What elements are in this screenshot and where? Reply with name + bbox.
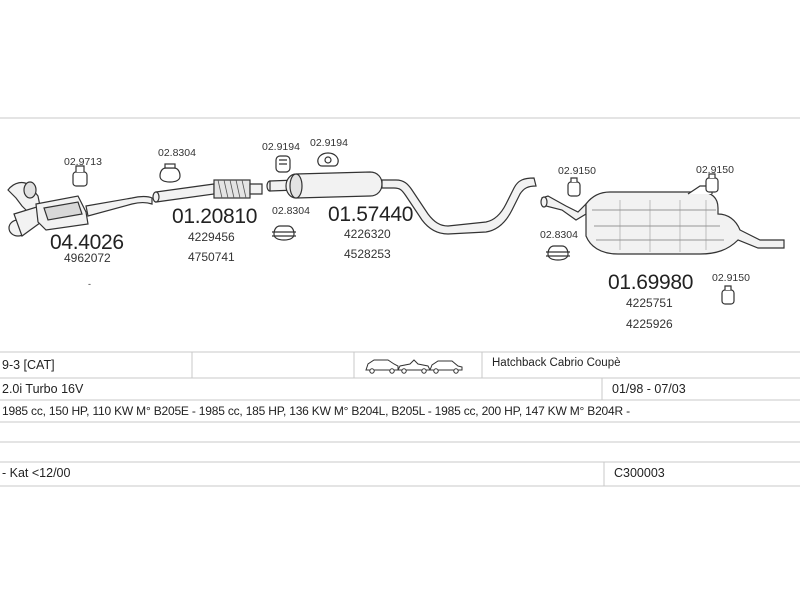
front-pipe-with-catalyst: [7, 181, 153, 237]
stray-mark: -: [88, 279, 91, 289]
oem-number: 4750741: [188, 250, 235, 264]
engine-specs: 1985 cc, 150 HP, 110 KW M° B205E - 1985 …: [2, 404, 630, 418]
clamp-label: 02.9150: [712, 272, 750, 284]
clamp-label: 02.9713: [64, 156, 102, 168]
clamp-label: 02.9194: [262, 141, 300, 153]
oem-number: 4962072: [64, 251, 111, 265]
clamp-02-9713: [72, 165, 88, 187]
oem-number: 4528253: [344, 247, 391, 261]
oem-number: 4225926: [626, 317, 673, 331]
production-years: 01/98 - 07/03: [612, 382, 686, 396]
hatchback-car-icon: [365, 359, 399, 374]
clamp-02-8304-rear: [546, 245, 570, 261]
oem-number: 4229456: [188, 230, 235, 244]
clamp-02-9194-b: [317, 152, 339, 167]
clamp-label: 02.8304: [272, 205, 310, 217]
part-number: 01.69980: [608, 271, 694, 294]
part-number: 01.57440: [328, 203, 414, 226]
clamp-02-9194-a: [275, 155, 291, 173]
oem-number: 4226320: [344, 227, 391, 241]
rear-silencer: [540, 185, 785, 255]
body-types: Hatchback Cabrio Coupè: [492, 357, 621, 369]
clamp-label: 02.9150: [558, 165, 596, 177]
clamp-02-9150-b: [705, 173, 719, 193]
clamp-label: 02.8304: [540, 229, 578, 241]
clamp-label: 02.8304: [158, 147, 196, 159]
oem-number: 4225751: [626, 296, 673, 310]
cabrio-car-icon: [397, 359, 431, 374]
clamp-label: 02.9150: [696, 164, 734, 176]
engine: 2.0i Turbo 16V: [2, 382, 84, 396]
clamp-02-8304-upper: [159, 163, 181, 183]
coupe-car-icon: [429, 360, 463, 374]
flex-pipe: [152, 179, 263, 203]
clamp-02-8304-lower: [272, 225, 296, 241]
table-grid: [0, 351, 800, 487]
vehicle-model: 9-3 [CAT]: [2, 358, 55, 372]
clamp-label: 02.9194: [310, 137, 348, 149]
part-number: 04.4026: [50, 231, 124, 254]
clamp-02-9150-c: [721, 285, 735, 305]
note: - Kat <12/00: [2, 466, 71, 480]
catalog-code: C300003: [614, 466, 665, 480]
middle-silencer: [266, 171, 537, 235]
part-number: 01.20810: [172, 205, 258, 228]
clamp-02-9150-a: [567, 177, 581, 197]
